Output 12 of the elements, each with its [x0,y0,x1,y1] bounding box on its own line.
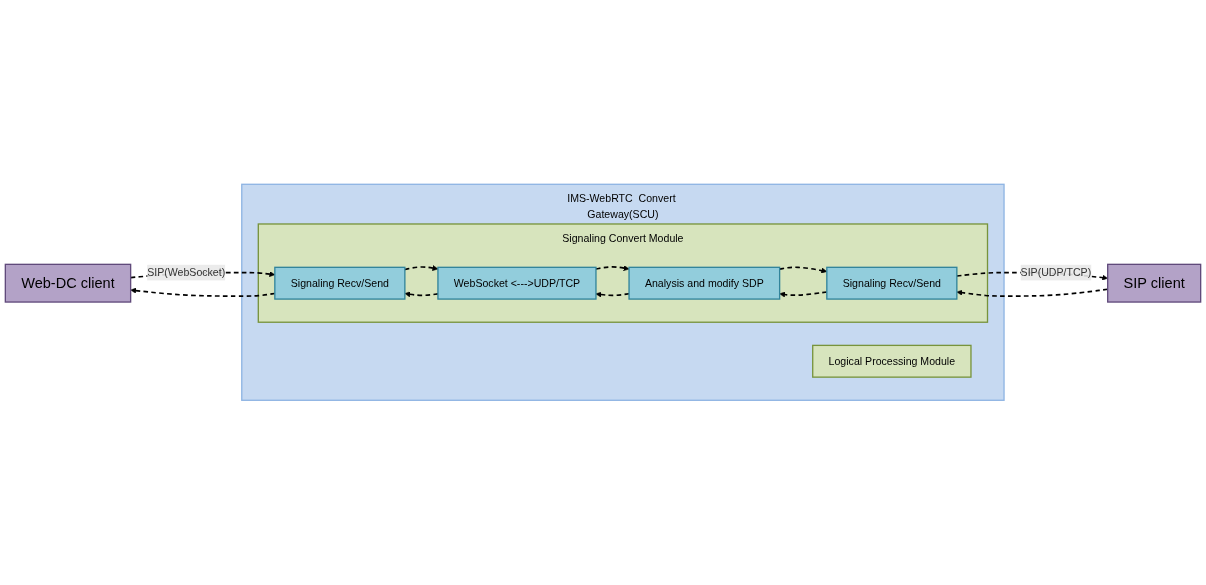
node-box: Logical Processing Module [812,344,972,378]
node-box: Signaling Recv/Send [274,266,406,300]
arrow [595,265,630,272]
node-box: Analysis and modify SDP [628,266,781,300]
node-box: Web-DC client [4,263,132,303]
edge-label: SIP(WebSocket) [147,266,226,279]
node-box: SIP client [1107,263,1202,303]
node-box: WebSocket <--->UDP/TCP [437,266,597,300]
node-box: Signaling Recv/Send [826,266,958,300]
arrow [595,291,630,298]
arrow [404,265,439,272]
edge-label: SIP(UDP/TCP) [1020,266,1092,279]
